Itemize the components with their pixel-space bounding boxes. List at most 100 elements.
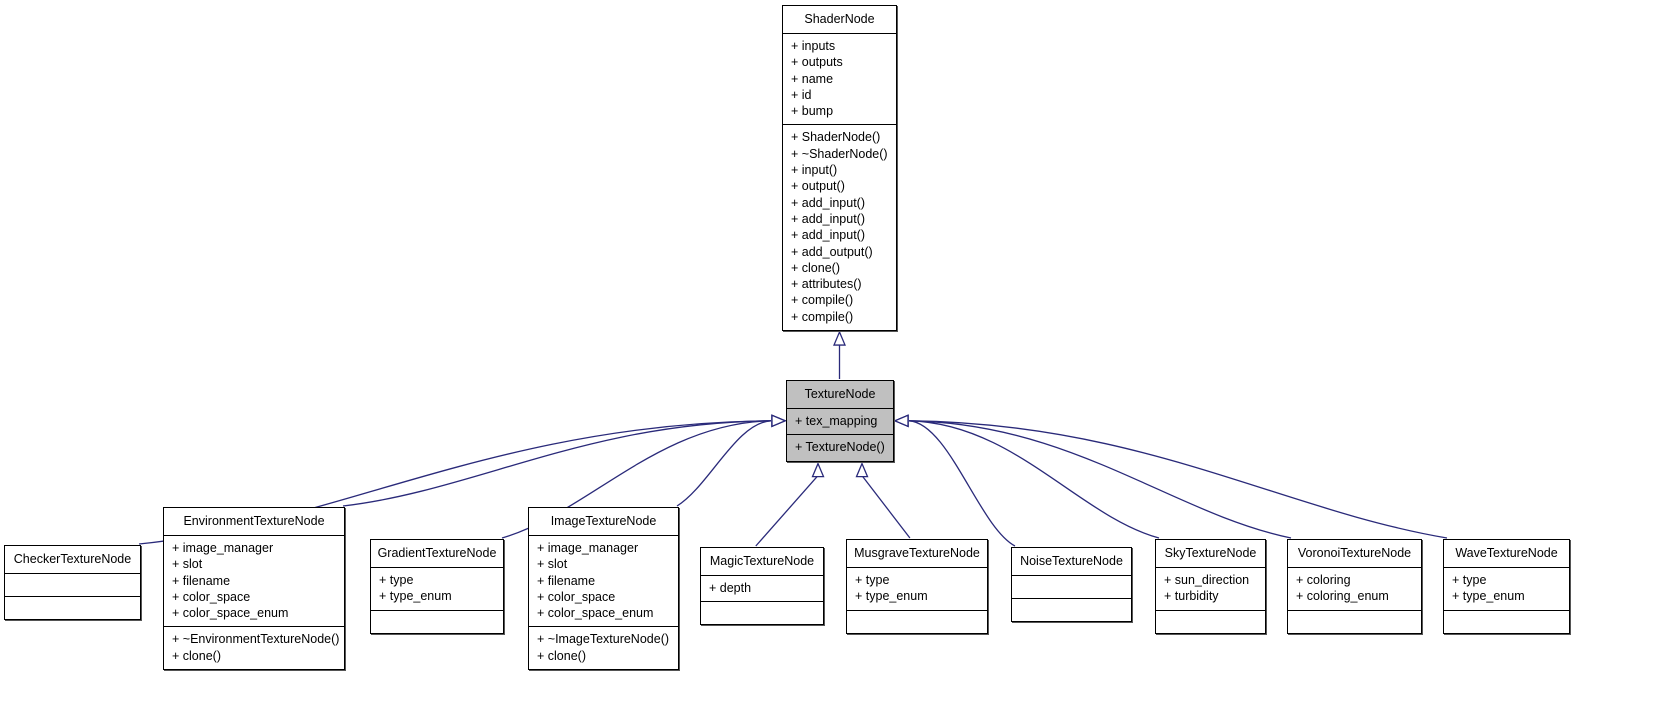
inheritance-arrowhead xyxy=(811,461,825,478)
method-row: + clone() xyxy=(791,260,840,275)
class-box-wavetexturenode[interactable]: WaveTextureNode + type+ type_enum xyxy=(1443,539,1570,634)
class-separator xyxy=(1012,598,1131,599)
class-separator xyxy=(371,567,503,568)
method-compartment-environmenttexturenode: + ~EnvironmentTextureNode()+ clone() xyxy=(164,627,344,669)
method-compartment-wavetexturenode xyxy=(1444,611,1569,633)
method-compartment-noisetexturenode xyxy=(1012,599,1131,621)
attribute-row: + name xyxy=(791,71,834,86)
inheritance-arrowhead xyxy=(893,414,909,428)
inheritance-arrowhead xyxy=(771,414,787,428)
class-separator xyxy=(1288,609,1421,611)
attribute-row: + id xyxy=(791,87,812,102)
class-separator xyxy=(1156,609,1265,611)
class-separator xyxy=(1444,609,1569,611)
inheritance-edge xyxy=(908,420,1292,539)
class-separator xyxy=(5,573,140,574)
attribute-compartment-checkertexturenode xyxy=(5,574,140,596)
class-separator xyxy=(164,626,344,628)
class-separator xyxy=(1012,575,1131,576)
attribute-row: + bump xyxy=(791,104,834,119)
method-row: + clone() xyxy=(172,648,221,663)
attribute-compartment-texturenode: + tex_mapping xyxy=(787,409,893,434)
attribute-compartment-environmenttexturenode: + image_manager + slot+ filename + color_s… xyxy=(164,536,344,626)
method-row: + output() xyxy=(791,179,845,194)
attribute-row: + depth xyxy=(709,581,752,595)
attribute-row: + filename xyxy=(537,573,596,588)
attribute-row: + type xyxy=(1452,573,1487,587)
inheritance-arrowhead xyxy=(833,330,846,346)
class-title-magictexturenode: MagicTextureNode xyxy=(709,554,815,568)
class-title-voronoitexturenode: VoronoiTextureNode xyxy=(1297,546,1412,560)
class-separator xyxy=(701,575,823,576)
attribute-row: + image_manager xyxy=(172,541,274,555)
attribute-row: + image_manager xyxy=(537,541,639,555)
attribute-compartment-musgravetexturenode: + type+ type_enum xyxy=(847,568,987,610)
method-row: + ~ImageTextureNode() xyxy=(537,632,670,647)
class-title-texturenode: TextureNode xyxy=(804,387,876,401)
class-box-noisetexturenode[interactable]: NoiseTextureNode xyxy=(1011,547,1132,622)
attribute-row: + slot xyxy=(172,557,203,572)
class-box-texturenode[interactable]: TextureNode + tex_mapping + TextureNode() xyxy=(786,380,894,462)
attribute-compartment-voronoitexturenode: + coloring+ coloring_enum xyxy=(1288,568,1421,610)
class-title-checkertexturenode: CheckerTextureNode xyxy=(13,552,132,566)
inheritance-arrowhead xyxy=(893,414,909,428)
attribute-row: + type xyxy=(379,573,414,587)
attribute-compartment-wavetexturenode: + type+ type_enum xyxy=(1444,568,1569,610)
inheritance-edge xyxy=(755,475,819,547)
class-box-checkertexturenode[interactable]: CheckerTextureNode xyxy=(4,545,141,620)
class-box-magictexturenode[interactable]: MagicTextureNode + depth xyxy=(700,547,824,626)
attribute-row: + type xyxy=(855,573,890,587)
class-title-musgravetexturenode: MusgraveTextureNode xyxy=(854,546,980,560)
class-separator xyxy=(1288,567,1421,568)
method-compartment-checkertexturenode xyxy=(5,597,140,619)
class-box-environmenttexturenode[interactable]: EnvironmentTextureNode + image_manager + s… xyxy=(163,507,345,671)
inheritance-arrowhead xyxy=(771,414,787,428)
inheritance-edge xyxy=(908,420,1448,539)
method-row: + clone() xyxy=(537,648,586,663)
attribute-row: + filename xyxy=(172,573,231,588)
attribute-row: + slot xyxy=(537,557,568,572)
method-compartment-gradienttexturenode xyxy=(371,611,503,633)
class-box-skytexturenode[interactable]: SkyTextureNode+ sun_direction+ turbidity xyxy=(1155,539,1266,634)
attribute-row: + color_space xyxy=(537,589,616,604)
attribute-row: + color_space_enum xyxy=(172,606,289,621)
class-box-voronoitexturenode[interactable]: VoronoiTextureNode + coloring+ coloring_e… xyxy=(1287,539,1422,634)
method-compartment-texturenode: + TextureNode() xyxy=(787,435,893,460)
attribute-row: + tex_mapping xyxy=(795,414,878,428)
class-box-musgravetexturenode[interactable]: MusgraveTextureNode + type+ type_enum xyxy=(846,539,988,634)
attribute-row: + sun_direction xyxy=(1164,573,1250,587)
attribute-compartment-gradienttexturenode: + type + type_enum xyxy=(371,568,503,610)
method-row: + ShaderNode() xyxy=(791,130,881,145)
inheritance-edge xyxy=(676,420,772,507)
method-compartment-voronoitexturenode xyxy=(1288,611,1421,633)
attribute-row: + outputs xyxy=(791,55,843,70)
attribute-row: + type_enum xyxy=(379,589,452,604)
class-separator xyxy=(847,567,987,568)
class-separator xyxy=(529,626,678,628)
class-box-shadernode[interactable]: ShaderNode+ inputs+ outputs+ name+ id+ b… xyxy=(782,5,897,332)
method-row: + attributes() xyxy=(791,277,862,292)
class-separator xyxy=(371,609,503,611)
method-row: + TextureNode() xyxy=(795,440,885,455)
class-box-gradienttexturenode[interactable]: GradientTextureNode+ type+ type_enum xyxy=(370,539,504,634)
inheritance-arrowhead xyxy=(855,461,869,478)
method-row: + add_input() xyxy=(791,211,866,226)
method-compartment-shadernode: + ShaderNode()+ ~ShaderNode()+ input()+ … xyxy=(783,125,896,330)
inheritance-arrowhead xyxy=(771,414,787,428)
attribute-compartment-magictexturenode: + depth xyxy=(701,576,823,601)
method-compartment-imagetexturenode: + ~ImageTextureNode()+ clone() xyxy=(529,627,678,669)
attribute-row: + coloring xyxy=(1296,573,1351,587)
class-box-imagetexturenode[interactable]: ImageTextureNode + image_manager + slot+ f… xyxy=(528,507,679,671)
method-row: + add_output() xyxy=(791,244,873,259)
class-title-environmenttexturenode: EnvironmentTextureNode xyxy=(183,514,325,528)
attribute-row: + inputs xyxy=(791,39,836,53)
class-title-imagetexturenode: ImageTextureNode xyxy=(550,514,657,528)
class-separator xyxy=(783,124,896,126)
class-title-wavetexturenode: WaveTextureNode xyxy=(1455,546,1558,560)
inheritance-edge xyxy=(908,420,1160,539)
inheritance-arrowhead xyxy=(893,414,909,428)
class-title-noisetexturenode: NoiseTextureNode xyxy=(1020,554,1123,568)
class-separator xyxy=(529,535,678,536)
attribute-row: + color_space_enum xyxy=(537,606,654,621)
class-separator xyxy=(787,434,893,436)
